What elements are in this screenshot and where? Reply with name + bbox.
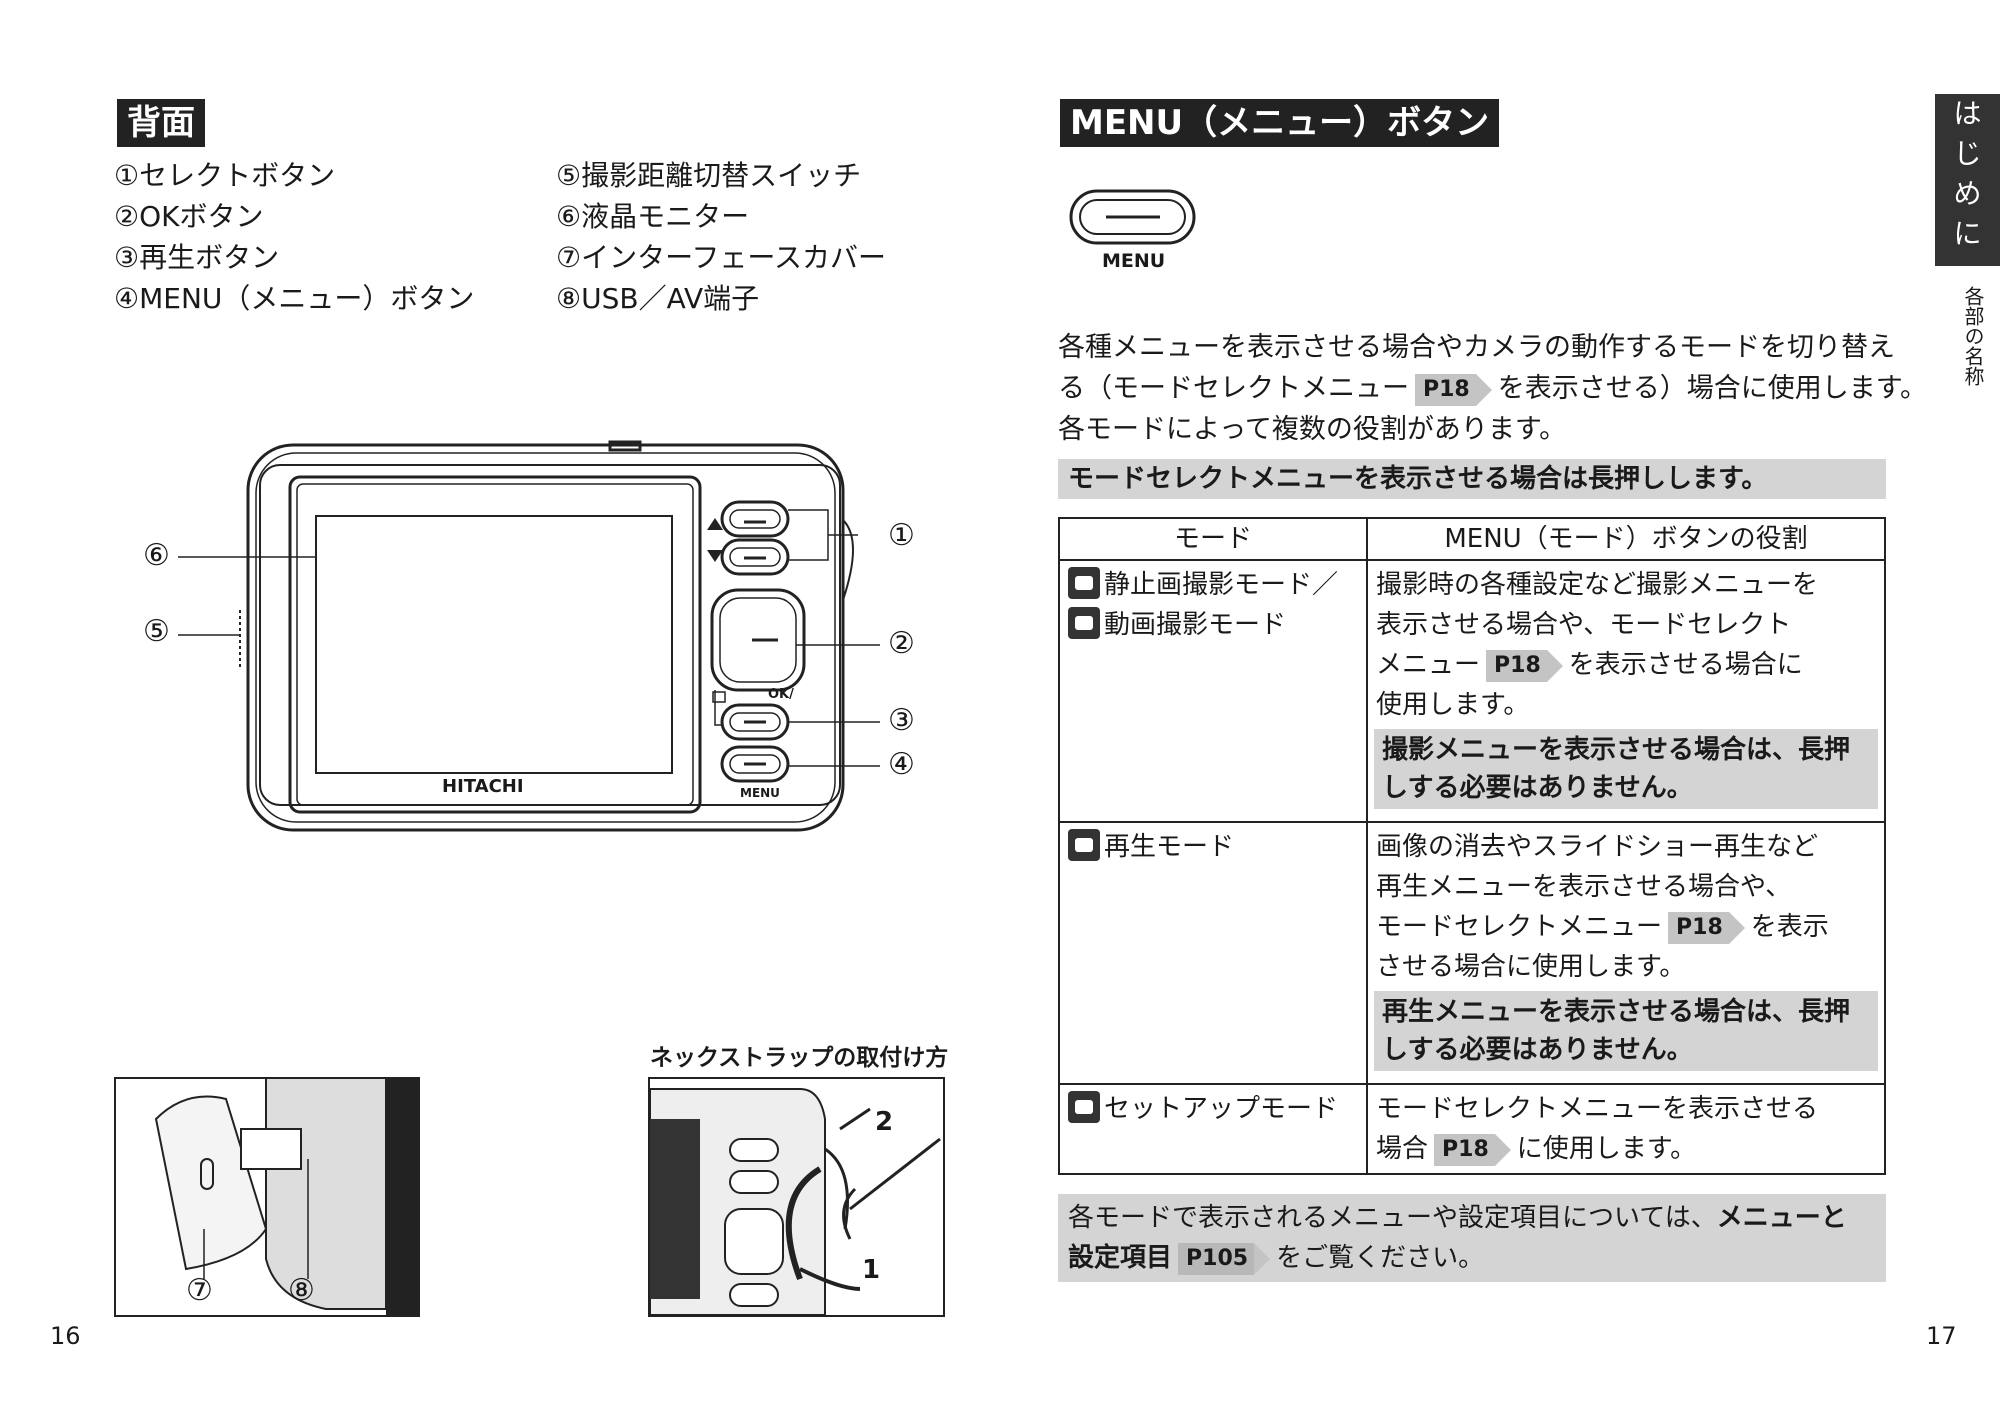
mode-table: モード MENU（モード）ボタンの役割 静止画撮影モード／ 動画撮影モード 撮影… bbox=[1058, 517, 1886, 1175]
intro-line: 各種メニューを表示させる場合やカメラの動作するモードを切り替え bbox=[1058, 332, 1895, 363]
strap-step-1: 1 bbox=[862, 1255, 881, 1285]
section-heading-menu: MENU（メニュー）ボタン bbox=[1060, 99, 1500, 147]
interface-cover-photo: ⑦ ⑧ bbox=[114, 1077, 420, 1317]
chapter-subtitle: 各部の名称 bbox=[1961, 286, 1985, 386]
long-press-note: モードセレクトメニューを表示させる場合は長押しします。 bbox=[1058, 459, 1886, 499]
camera-brand-logo: HITACHI bbox=[442, 776, 524, 797]
table-header-role: MENU（モード）ボタンの役割 bbox=[1366, 517, 1886, 561]
page-number-left: 16 bbox=[50, 1322, 81, 1350]
callout-5: ⑤ bbox=[143, 614, 170, 649]
callout-6: ⑥ bbox=[143, 538, 170, 573]
intro-paragraph: 各種メニューを表示させる場合やカメラの動作するモードを切り替え る（モードセレク… bbox=[1058, 327, 1927, 450]
neck-strap-drawing bbox=[650, 1088, 941, 1315]
camera-back-illustration bbox=[178, 440, 880, 832]
setup-wrench-icon bbox=[1068, 1091, 1100, 1123]
menu-button-icon bbox=[1069, 189, 1196, 245]
table-row: 静止画撮影モード／ 動画撮影モード 撮影時の各種設定など撮影メニューを 表示させ… bbox=[1058, 559, 1886, 823]
parts-list-col2: ⑤撮影距離切替スイッチ ⑥液晶モニター ⑦インターフェースカバー ⑧USB／AV… bbox=[556, 155, 886, 319]
part-item: ②OKボタン bbox=[114, 200, 264, 233]
chapter-side-tab[interactable]: は じ め に bbox=[1935, 94, 2000, 266]
menu-button-caption: MENU bbox=[1102, 250, 1166, 272]
section-heading-back: 背面 bbox=[117, 99, 205, 147]
strap-caption: ネックストラップの取付け方 bbox=[650, 1045, 949, 1071]
callout-7: ⑦ bbox=[186, 1273, 213, 1308]
neck-strap-photo: 2 1 bbox=[648, 1077, 945, 1317]
strap-step-2: 2 bbox=[875, 1107, 894, 1137]
page-ref-badge[interactable]: P18 bbox=[1486, 649, 1563, 682]
video-camera-icon bbox=[1068, 607, 1100, 639]
page-ref-badge[interactable]: P18 bbox=[1668, 911, 1745, 944]
long-press-not-needed-note: 再生メニューを表示させる場合は、長押 しする必要はありません。 bbox=[1374, 991, 1878, 1071]
playback-icon bbox=[1068, 829, 1100, 861]
part-item: ④MENU（メニュー）ボタン bbox=[114, 282, 475, 315]
parts-list-col1: ①セレクトボタン ②OKボタン ③再生ボタン ④MENU（メニュー）ボタン bbox=[114, 155, 474, 319]
callout-2: ② bbox=[888, 626, 915, 661]
still-camera-icon bbox=[1068, 567, 1100, 599]
callout-1: ① bbox=[888, 518, 915, 553]
callout-8: ⑧ bbox=[288, 1273, 315, 1308]
part-item: ①セレクトボタン bbox=[114, 159, 336, 192]
callout-3: ③ bbox=[888, 703, 915, 738]
callout-4: ④ bbox=[888, 747, 915, 782]
page-ref-badge[interactable]: P105 bbox=[1178, 1242, 1271, 1275]
ok-button-label: OK/ bbox=[768, 687, 794, 702]
table-header-row: モード MENU（モード）ボタンの役割 bbox=[1058, 517, 1886, 561]
part-item: ⑧USB／AV端子 bbox=[556, 282, 760, 315]
part-item: ⑦インターフェースカバー bbox=[556, 241, 887, 274]
intro-line: 各モードによって複数の役割があります。 bbox=[1058, 414, 1567, 445]
page-ref-badge[interactable]: P18 bbox=[1434, 1133, 1511, 1166]
table-header-mode: モード bbox=[1058, 517, 1368, 561]
role-cell: 画像の消去やスライドショー再生など 再生メニューを表示させる場合や、 モードセレ… bbox=[1366, 821, 1886, 1085]
menu-button-label: MENU bbox=[740, 786, 780, 800]
part-item: ③再生ボタン bbox=[114, 241, 280, 274]
page-number-right: 17 bbox=[1926, 1322, 1957, 1350]
part-item: ⑥液晶モニター bbox=[556, 200, 750, 233]
table-row: 再生モード 画像の消去やスライドショー再生など 再生メニューを表示させる場合や、… bbox=[1058, 821, 1886, 1085]
interface-cover-drawing bbox=[154, 1079, 418, 1315]
mode-cell: 静止画撮影モード／ 動画撮影モード bbox=[1058, 559, 1368, 823]
mode-cell: 再生モード bbox=[1058, 821, 1368, 1085]
menu-button-illustration: MENU bbox=[1068, 188, 1203, 278]
long-press-not-needed-note: 撮影メニューを表示させる場合は、長押 しする必要はありません。 bbox=[1374, 729, 1878, 809]
page-ref-badge[interactable]: P18 bbox=[1415, 373, 1492, 406]
mode-cell: セットアップモード bbox=[1058, 1083, 1368, 1175]
part-item: ⑤撮影距離切替スイッチ bbox=[556, 159, 862, 192]
